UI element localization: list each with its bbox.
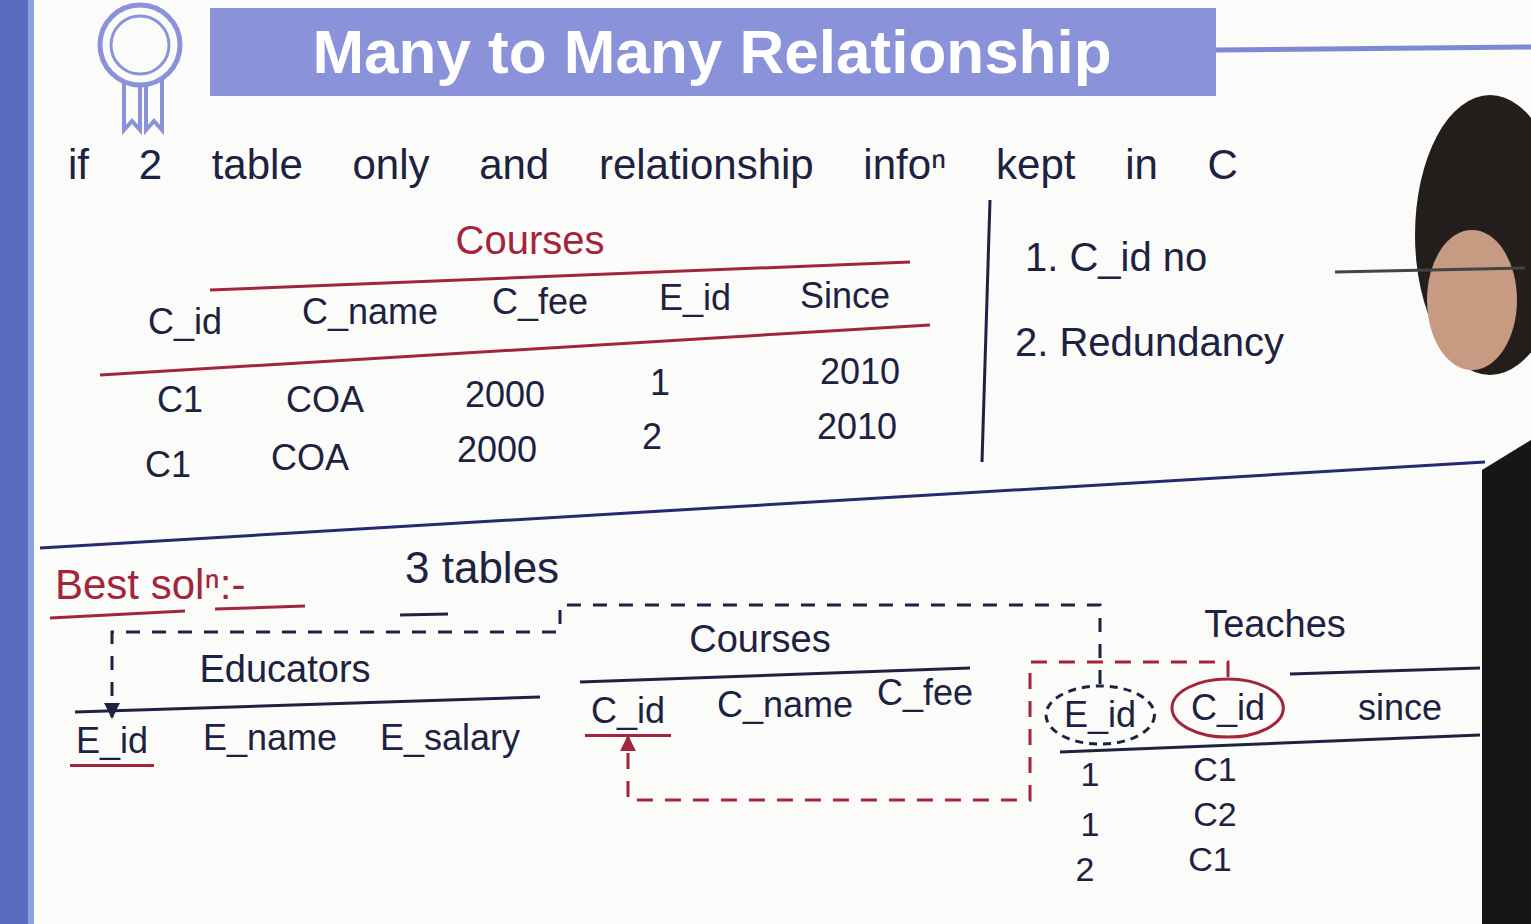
note-text: 2. Redundancy — [1015, 319, 1284, 365]
table-cell: COA — [286, 379, 364, 420]
column-header: E_name — [203, 717, 337, 758]
column-header: C_fee — [492, 281, 588, 322]
column-header: E_salary — [380, 717, 520, 758]
key-text: C_id — [591, 690, 665, 731]
note-text: 3 tables — [405, 543, 559, 594]
column-header: since — [1358, 687, 1442, 728]
title-rule — [1216, 47, 1531, 50]
table-cell: 2 — [642, 416, 662, 457]
header-rule — [1060, 735, 1480, 752]
table-cell: C1 — [1188, 840, 1231, 879]
side-strip-edge — [28, 0, 34, 924]
table-cell: 2000 — [465, 374, 545, 415]
column-header: C_name — [302, 291, 438, 332]
key-cell: E_id — [70, 717, 154, 766]
column-header: C_id — [148, 301, 222, 342]
key-ellipse-node: E_id — [1044, 684, 1156, 746]
title-text: Many to Many Relationship — [312, 18, 1111, 86]
presenter-glasses — [1335, 268, 1525, 272]
key-ellipse-node: C_id — [1170, 677, 1285, 739]
header-rule — [100, 325, 930, 375]
title-banner — [210, 8, 1216, 96]
column-header: C_name — [717, 684, 853, 725]
table-cell: 2000 — [457, 429, 537, 470]
number-underline — [400, 614, 448, 615]
solution-heading: Best solⁿ:- — [55, 561, 245, 609]
key-text: E_id — [76, 720, 148, 761]
foreign-key-link — [628, 662, 1228, 800]
note-text: 1. C_id no — [1025, 234, 1207, 280]
presenter-face — [1427, 230, 1517, 370]
table-cell: 1 — [1081, 755, 1100, 794]
table-cell: C1 — [145, 444, 191, 485]
key-text: C_id — [1191, 687, 1265, 728]
key-outline-ellipse — [1172, 679, 1283, 737]
table-cell: C2 — [1193, 795, 1236, 834]
table-cell: C1 — [157, 379, 203, 420]
table-heading: Teaches — [1204, 603, 1346, 647]
divider-line — [982, 200, 990, 462]
presenter-head — [1415, 95, 1531, 375]
key-text: E_id — [1064, 694, 1136, 735]
table-cell: C1 — [1193, 750, 1236, 789]
key-cell: C_id — [585, 687, 671, 736]
rosette-ribbon — [124, 80, 162, 130]
table-rule — [75, 697, 540, 712]
column-header: E_id — [659, 277, 731, 318]
table-cell: 2 — [1076, 850, 1095, 889]
table-cell: 2010 — [820, 351, 900, 392]
table-cell: 1 — [1081, 805, 1100, 844]
table-rule — [1290, 668, 1480, 674]
table-cell: COA — [271, 437, 349, 478]
table-heading: Courses — [689, 618, 831, 662]
rosette-ring — [100, 5, 180, 85]
column-header: Since — [800, 275, 890, 316]
section-line — [40, 462, 1485, 548]
column-header: C_fee — [877, 672, 973, 713]
key-outline-ellipse — [1046, 686, 1154, 744]
table-heading: Educators — [199, 648, 370, 692]
table-cell: 1 — [650, 362, 670, 403]
table-heading: Courses — [456, 217, 605, 263]
rosette-inner — [111, 16, 169, 74]
side-strip — [0, 0, 28, 924]
presenter-body — [1482, 440, 1531, 924]
note-text: if 2 table only and relationship infoⁿ k… — [68, 141, 1238, 189]
table-cell: 2010 — [817, 406, 897, 447]
